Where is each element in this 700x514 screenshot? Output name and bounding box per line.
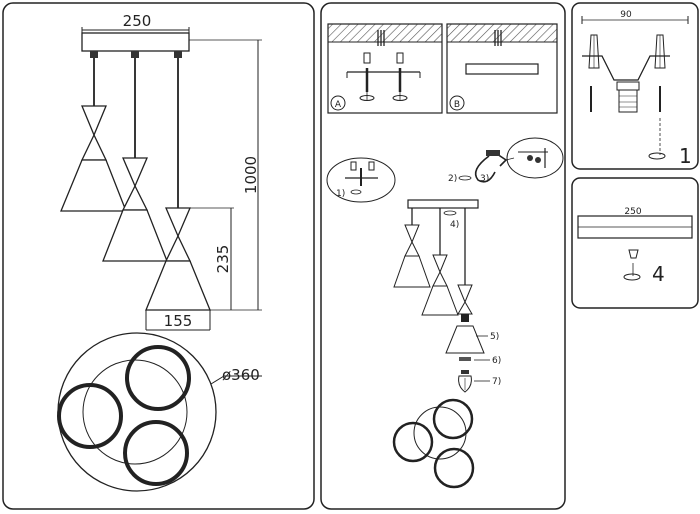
panel-center: A B 1) <box>320 2 566 510</box>
canopy-circle <box>82 359 188 465</box>
box-a-label: A <box>335 100 342 110</box>
height-label: 1000 <box>242 156 260 194</box>
shade-ring <box>123 420 189 486</box>
cable-grip <box>131 51 139 58</box>
ceiling-canopy <box>81 32 190 52</box>
diameter-label: ø360 <box>222 366 260 384</box>
shade-width-dimension: 155 <box>145 310 211 331</box>
box-b-label: B <box>454 100 460 110</box>
shade-ring <box>57 383 123 449</box>
pendant-shade <box>60 105 127 212</box>
mounting-option-b: B <box>446 23 558 114</box>
pendant-shade <box>102 157 168 262</box>
screwdriver-icon <box>458 175 472 181</box>
step-4-label: 4) <box>450 220 459 230</box>
top-view <box>57 332 262 492</box>
panel-left: 250 <box>2 2 315 510</box>
shade-height-label: 235 <box>214 245 232 274</box>
step-3-label: 3) <box>480 174 489 184</box>
terminal-block <box>616 81 640 113</box>
bracket-dim-label: 90 <box>620 10 632 20</box>
cable-grip <box>174 51 182 58</box>
assembled-lamp <box>393 199 485 393</box>
top-view-small <box>392 398 475 489</box>
step-2-label: 2) <box>448 174 457 184</box>
step-7-label: 7) <box>492 377 501 387</box>
step-6-label: 6) <box>492 356 501 366</box>
step-2-3-detail <box>474 137 564 183</box>
step-1-label: 1) <box>336 189 345 199</box>
shade-height-dimension: 235 <box>190 207 234 310</box>
step-number: 1 <box>679 144 692 168</box>
step-5-label: 5) <box>490 332 499 342</box>
shade-ring <box>125 345 191 411</box>
width-label: 250 <box>123 12 152 30</box>
panel-bottom-right: 250 4 <box>571 177 699 309</box>
panel-top-right: 90 1 <box>571 2 699 170</box>
mounting-option-a: A <box>327 23 443 114</box>
height-dimension: 1000 <box>189 39 262 311</box>
step-1-detail <box>326 157 396 203</box>
step-number: 4 <box>652 262 665 286</box>
canopy-dim-label: 250 <box>624 207 641 217</box>
cable-grip <box>90 51 98 58</box>
shade-width-label: 155 <box>164 312 193 330</box>
